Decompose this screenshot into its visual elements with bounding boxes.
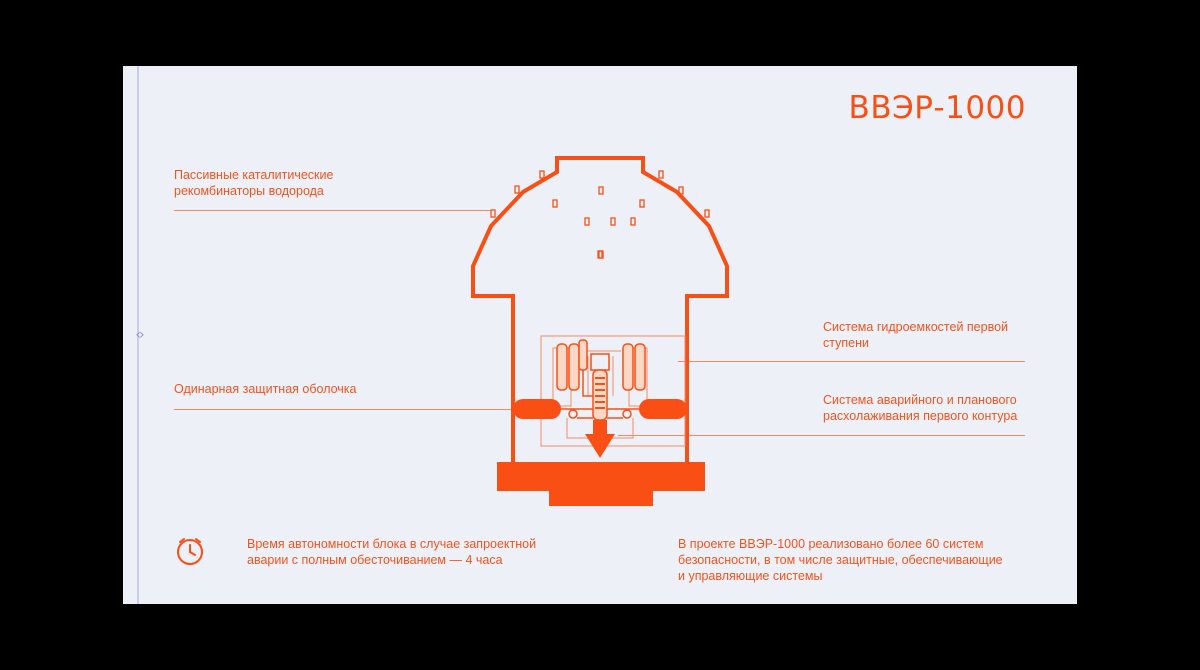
note-autonomy: Время автономности блока в случае запрое…: [247, 537, 537, 567]
callout-cooldown: Система аварийного и планового расхолажи…: [823, 393, 1018, 423]
recombiner: [490, 209, 496, 218]
foundation: [497, 462, 705, 506]
leader-line-recombiners: [174, 210, 491, 211]
recombiner: [539, 170, 545, 179]
recombiner: [678, 186, 684, 195]
recombiner: [552, 199, 558, 208]
recombiner-group: [490, 170, 710, 259]
recombiner: [658, 170, 664, 179]
pressurizer: [578, 339, 588, 371]
leader-line-cooldown: [618, 435, 1025, 436]
recombiner: [597, 250, 603, 259]
recombiner: [630, 217, 636, 226]
hydro-tanks: [556, 343, 646, 391]
recombiner: [598, 186, 604, 195]
callout-hydro-tanks: Система гидроемкостей первой ступени: [823, 320, 1009, 350]
page-title: ВВЭР-1000: [848, 90, 1026, 126]
recombiner: [584, 217, 590, 226]
steam-generators: [513, 399, 687, 419]
containment-shell: [471, 156, 729, 464]
callout-recombiners: Пассивные каталитические рекомбинаторы в…: [174, 168, 334, 198]
clock-icon: [177, 538, 203, 565]
recombiner: [610, 217, 616, 226]
reactor-diagram: [471, 156, 729, 506]
reactor-vessel: [585, 353, 615, 458]
callout-containment: Одинарная защитная оболочка: [174, 382, 357, 396]
leader-line-hydro-tanks: [678, 361, 1025, 362]
recombiner: [704, 209, 710, 218]
primary-loops: [561, 408, 639, 419]
recombiner: [514, 185, 520, 194]
slide: ‹› ВВЭР-1000 Пассивные каталитические ре…: [123, 66, 1077, 604]
recombiner: [639, 199, 645, 208]
nav-arrows-icon[interactable]: ‹›: [135, 327, 144, 343]
note-systems: В проекте ВВЭР-1000 реализовано более 60…: [678, 537, 1003, 583]
leader-line-containment: [174, 409, 514, 410]
slide-left-edge: [137, 66, 139, 604]
